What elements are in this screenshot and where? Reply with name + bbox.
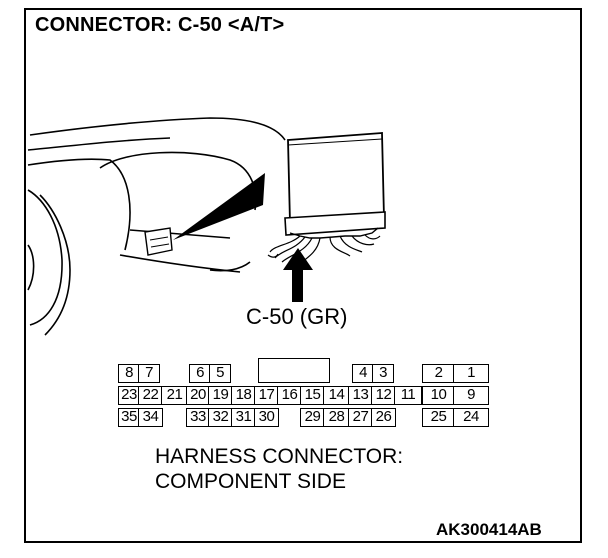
pin-31: 31 bbox=[231, 408, 256, 427]
pin-14: 14 bbox=[323, 386, 350, 405]
pin-11: 11 bbox=[394, 386, 422, 405]
pin-2: 2 bbox=[422, 364, 455, 383]
pin-25: 25 bbox=[422, 408, 455, 427]
pin-6: 6 bbox=[189, 364, 211, 383]
connector-arrow bbox=[283, 248, 313, 302]
ecu-module bbox=[284, 132, 386, 239]
pin-28: 28 bbox=[323, 408, 350, 427]
pin-19: 19 bbox=[208, 386, 233, 405]
pin-20: 20 bbox=[186, 386, 210, 405]
pin-27: 27 bbox=[348, 408, 373, 427]
pin-5: 5 bbox=[209, 364, 231, 383]
pin-29: 29 bbox=[300, 408, 325, 427]
pin-8: 8 bbox=[118, 364, 140, 383]
pin-23: 23 bbox=[118, 386, 140, 405]
pin-22: 22 bbox=[138, 386, 163, 405]
pin-1: 1 bbox=[453, 364, 489, 383]
wire-harness bbox=[267, 234, 381, 263]
pin-13: 13 bbox=[348, 386, 373, 405]
pointer-wedge bbox=[173, 173, 265, 240]
pin-17: 17 bbox=[254, 386, 279, 405]
pin-32: 32 bbox=[208, 408, 233, 427]
pin-26: 26 bbox=[371, 408, 396, 427]
caption: HARNESS CONNECTOR: COMPONENT SIDE bbox=[155, 444, 403, 494]
pin-35: 35 bbox=[118, 408, 140, 427]
pin-33: 33 bbox=[186, 408, 210, 427]
pin-16: 16 bbox=[277, 386, 302, 405]
pin-4: 4 bbox=[352, 364, 374, 383]
pin-7: 7 bbox=[138, 364, 160, 383]
pin-30: 30 bbox=[254, 408, 279, 427]
pin-34: 34 bbox=[138, 408, 163, 427]
caption-line-1: HARNESS CONNECTOR: bbox=[155, 445, 404, 468]
pin-10: 10 bbox=[422, 386, 455, 405]
pin-24: 24 bbox=[453, 408, 489, 427]
connector-label: C-50 (GR) bbox=[246, 304, 348, 329]
pin-3: 3 bbox=[372, 364, 394, 383]
figure-code: AK300414AB bbox=[436, 520, 542, 539]
pin-12: 12 bbox=[371, 386, 396, 405]
pin-21: 21 bbox=[161, 386, 188, 405]
dashboard-outline bbox=[27, 117, 286, 336]
pin-9: 9 bbox=[453, 386, 489, 405]
ecu-location-marker bbox=[144, 227, 173, 256]
pin-15: 15 bbox=[300, 386, 325, 405]
diagram-frame bbox=[24, 8, 582, 543]
connector-key-slot bbox=[258, 358, 330, 383]
diagram-title: CONNECTOR: C-50 <A/T> bbox=[35, 14, 285, 36]
pin-18: 18 bbox=[231, 386, 256, 405]
caption-line-2: COMPONENT SIDE bbox=[155, 470, 346, 493]
